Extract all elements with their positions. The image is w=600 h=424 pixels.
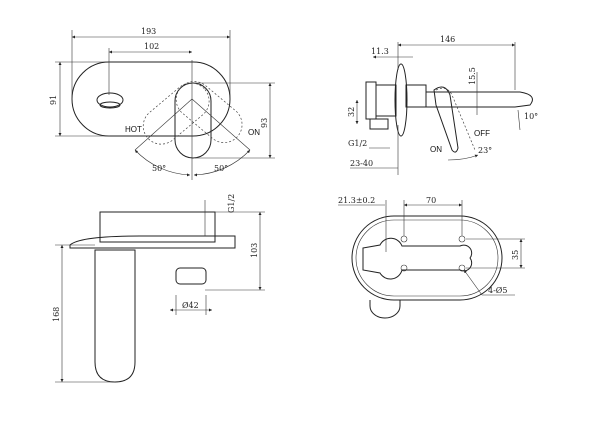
spout-aerator [99, 101, 121, 109]
elevation-view: G1/2 103 168 Ø42 [52, 194, 265, 383]
dim-lever-angle: 23° [478, 146, 492, 155]
dim-height: 103 [250, 243, 259, 258]
dim-plate-height: 91 [49, 95, 58, 105]
lever [433, 86, 459, 153]
valve-body [375, 84, 397, 117]
lever-off-position [435, 88, 476, 151]
dim-hole-vertical: 35 [511, 250, 520, 260]
dim-spout-diameter: Ø42 [182, 301, 199, 310]
spout-base [405, 84, 427, 108]
mounting-plate [351, 215, 503, 301]
label-on-side: ON [430, 145, 442, 154]
dim-spout-height: 15.5 [468, 67, 477, 85]
dim-body-height: 32 [347, 107, 356, 117]
handle-hot-position [142, 82, 210, 145]
spout [425, 91, 533, 108]
mount-hole [458, 235, 466, 243]
dim-handle-height: 93 [260, 118, 269, 128]
mount-flange [365, 81, 377, 120]
spout-outlet [96, 92, 124, 108]
mount-hole [400, 264, 408, 272]
dim-wall-depth: 23-40 [350, 159, 373, 168]
label-hot: HOT [125, 125, 142, 134]
handle [174, 82, 212, 159]
dim-angle-left: 50° [152, 164, 166, 173]
label-off: OFF [474, 129, 490, 138]
front-view: 193 102 91 93 HOT ON 50° 50° [49, 27, 275, 180]
cover-plate [69, 235, 236, 249]
dim-holes: 4-Ø5 [488, 286, 507, 295]
valve-bracket [362, 237, 473, 280]
valve-housing [99, 211, 216, 243]
dim-total-height: 168 [52, 307, 61, 322]
handle-on-position [175, 81, 243, 143]
dim-angle-right: 50° [214, 164, 228, 173]
handle-side [175, 267, 207, 285]
dim-spout-angle: 10° [524, 112, 538, 121]
inlet [369, 118, 389, 130]
dim-hole-spacing: 70 [426, 196, 436, 205]
dim-offset: 21.3±0.2 [338, 196, 375, 205]
dim-thread: G1/2 [348, 139, 367, 148]
dim-spout-offset: 102 [144, 42, 159, 51]
rear-view: 21.3±0.2 70 35 4-Ø5 [338, 196, 525, 319]
handle-rear [369, 300, 401, 319]
spout-tube [94, 249, 136, 383]
mount-hole [458, 264, 466, 272]
backplate [71, 61, 231, 137]
label-on: ON [248, 128, 260, 137]
dim-width: 193 [141, 27, 156, 36]
wall-plate [394, 63, 408, 137]
dim-plate-thickness: 11.3 [371, 47, 389, 56]
dim-spout-length: 146 [440, 35, 455, 44]
side-view: 146 11.3 15.5 32 G1/2 23-40 10° OFF ON 2… [347, 35, 538, 175]
mount-hole [400, 235, 408, 243]
dim-thread-elev: G1/2 [227, 194, 236, 213]
